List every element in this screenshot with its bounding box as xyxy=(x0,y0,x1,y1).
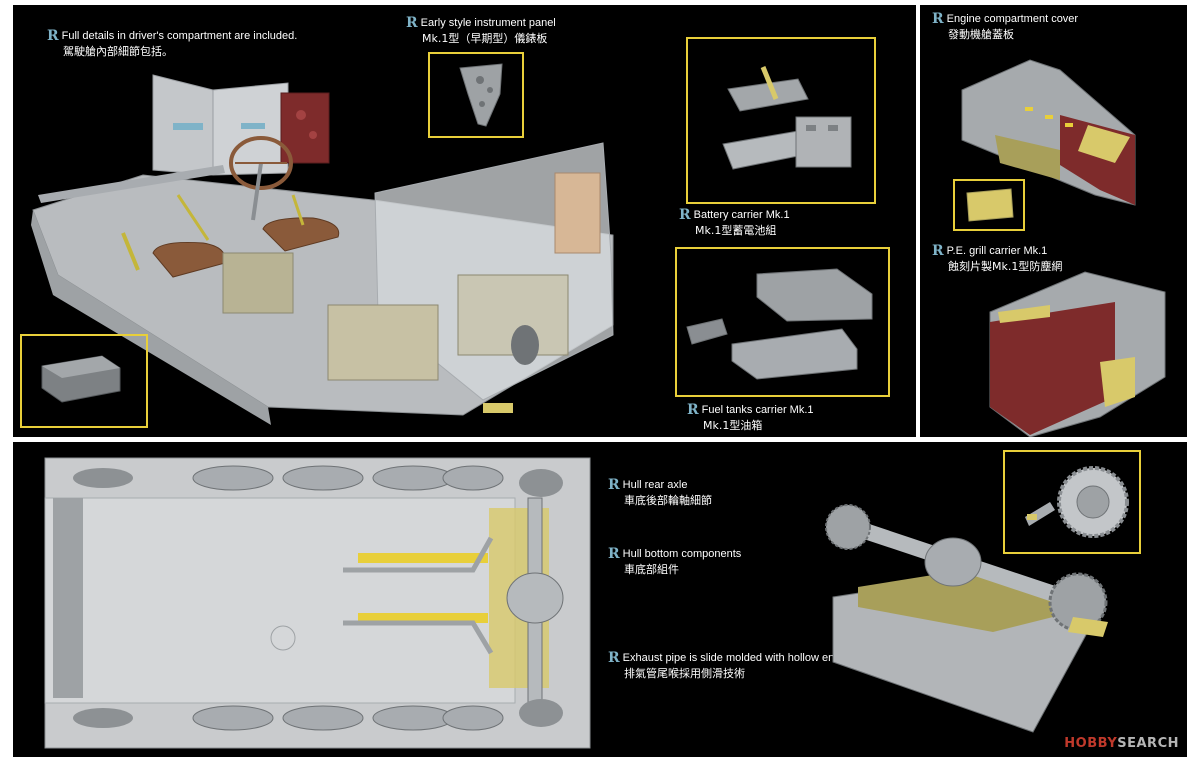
r-marker-icon: R xyxy=(687,402,699,418)
watermark-part1: HOBBY xyxy=(1064,736,1118,751)
grill-mesh-part xyxy=(966,188,1014,222)
grill-carrier-part xyxy=(989,271,1166,437)
caption-en: Battery carrier Mk.1 xyxy=(693,209,790,221)
small-block-part xyxy=(41,355,121,403)
r-marker-icon: R xyxy=(406,15,418,31)
caption-en: Fuel tanks carrier Mk.1 xyxy=(701,404,814,416)
caption-en: Hull rear axle xyxy=(622,479,688,491)
r-marker-icon: R xyxy=(608,477,620,493)
hull-interior-illustration xyxy=(31,74,614,425)
engine-cover-part xyxy=(961,59,1136,206)
caption-zh: 車底部組件 xyxy=(624,563,679,576)
instrument-panel-box xyxy=(428,52,524,138)
caption-zh: 駕駛艙內部細節包括。 xyxy=(63,45,173,58)
caption-en: Exhaust pipe is slide molded with hollow… xyxy=(622,652,841,664)
hull-bottom-illustration xyxy=(44,457,591,749)
caption-en: Hull bottom components xyxy=(622,548,742,560)
battery-carrier-box xyxy=(686,37,876,204)
fuel-tanks-box xyxy=(675,247,890,397)
battery-carrier-part xyxy=(722,66,852,170)
r-marker-icon: R xyxy=(47,28,59,44)
caption-zh: 車底後部輪軸細節 xyxy=(624,494,712,507)
caption-zh: 蝕刻片製Mk.1型防塵網 xyxy=(948,260,1063,273)
r-marker-icon: R xyxy=(932,11,944,27)
fuel-tanks-part xyxy=(686,268,873,380)
small-part-box xyxy=(20,334,148,428)
watermark-part2: SEARCH xyxy=(1117,736,1179,751)
r-marker-icon: R xyxy=(608,650,620,666)
sprocket-detail-box xyxy=(1003,450,1141,554)
caption-en: Full details in driver's compartment are… xyxy=(61,30,298,42)
grill-mesh-box xyxy=(953,179,1025,231)
caption-zh: Mk.1型（早期型）儀錶板 xyxy=(422,32,548,45)
instrument-panel-part xyxy=(459,63,503,127)
rear-axle-illustration xyxy=(825,504,1108,733)
caption-zh: 發動機艙蓋板 xyxy=(948,28,1014,41)
caption-en: P.E. grill carrier Mk.1 xyxy=(946,245,1048,257)
hobby-search-watermark: HOBBYSEARCH xyxy=(1064,736,1179,751)
sprocket-detail-part xyxy=(1025,466,1129,538)
r-marker-icon: R xyxy=(932,243,944,259)
r-marker-icon: R xyxy=(679,207,691,223)
caption-zh: Mk.1型油箱 xyxy=(703,419,763,432)
caption-en: Early style instrument panel xyxy=(420,17,556,29)
caption-zh: Mk.1型蓄電池組 xyxy=(695,224,777,237)
caption-en: Engine compartment cover xyxy=(946,13,1079,25)
caption-zh: 排氣管尾喉採用側滑技術 xyxy=(624,667,745,680)
r-marker-icon: R xyxy=(608,546,620,562)
